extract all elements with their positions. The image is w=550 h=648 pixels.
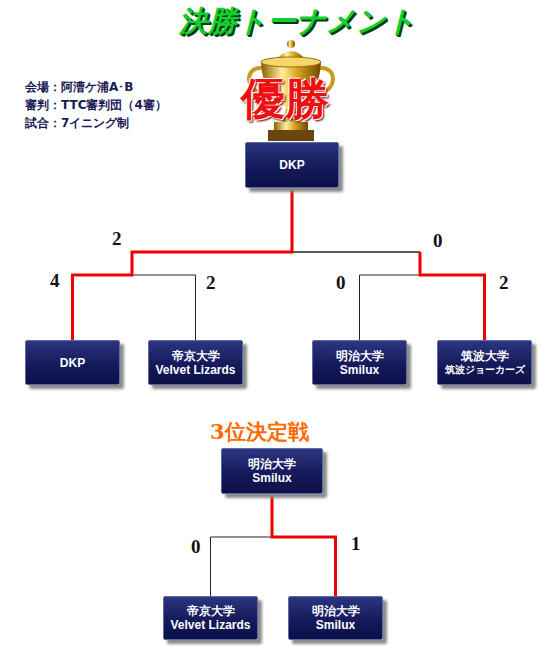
- score-number: 2: [206, 272, 216, 294]
- score-number: 1: [351, 533, 361, 555]
- page-title: 決勝トーナメント: [0, 2, 550, 42]
- score-number: 0: [336, 272, 346, 294]
- bracket-line: [73, 188, 293, 340]
- team-name: 明治大学: [248, 457, 296, 471]
- team-nickname: Velvet Lizards: [170, 618, 250, 632]
- info-note: 会場：阿漕ケ浦A･B: [25, 80, 133, 95]
- edge-layer: [132, 188, 485, 596]
- team-box: 帝京大学Velvet Lizards: [163, 596, 258, 640]
- bracket-line: [292, 188, 420, 340]
- bracket-line: [211, 494, 273, 596]
- score-number: 0: [433, 230, 443, 252]
- team-name: 筑波大学: [461, 349, 509, 363]
- team-box: 明治大学Smilux: [288, 596, 383, 640]
- score-number: 4: [50, 270, 60, 292]
- team-box: 明治大学Smilux: [312, 340, 407, 385]
- team-box: DKP: [245, 142, 339, 188]
- info-note: 試合：7イニング制: [25, 116, 129, 131]
- team-nickname: Smilux: [340, 363, 379, 377]
- team-name: DKP: [279, 158, 304, 172]
- bracket-line: [272, 494, 336, 596]
- bracket-line: [292, 188, 485, 340]
- team-box: DKP: [25, 340, 120, 385]
- bracket-line: [132, 188, 292, 340]
- trophy-plinth: [268, 130, 314, 141]
- edge-layer: [73, 188, 336, 596]
- team-name: 明治大学: [336, 349, 384, 363]
- team-box: 筑波大学筑波ジョーカーズ: [437, 340, 532, 385]
- team-box: 明治大学Smilux: [221, 448, 323, 494]
- score-number: 2: [112, 228, 122, 250]
- team-name: 帝京大学: [172, 349, 220, 363]
- trophy-rim: [261, 57, 321, 67]
- champion-heading: 優勝: [241, 70, 329, 129]
- team-nickname: Smilux: [316, 618, 355, 632]
- trophy-finial: [287, 40, 295, 48]
- team-nickname: 筑波ジョーカーズ: [445, 363, 525, 377]
- team-name: 明治大学: [312, 604, 360, 618]
- team-box: 帝京大学Velvet Lizards: [148, 340, 243, 385]
- team-nickname: Velvet Lizards: [155, 363, 235, 377]
- score-number: 0: [191, 536, 201, 558]
- team-name: DKP: [60, 356, 85, 370]
- team-name: 帝京大学: [187, 604, 235, 618]
- winner-path: [420, 252, 485, 340]
- team-nickname: Smilux: [252, 471, 291, 485]
- info-note: 審判：TTC審判団（4審）: [25, 98, 167, 113]
- section-heading: 3位決定戦: [210, 418, 309, 446]
- score-number: 2: [499, 272, 509, 294]
